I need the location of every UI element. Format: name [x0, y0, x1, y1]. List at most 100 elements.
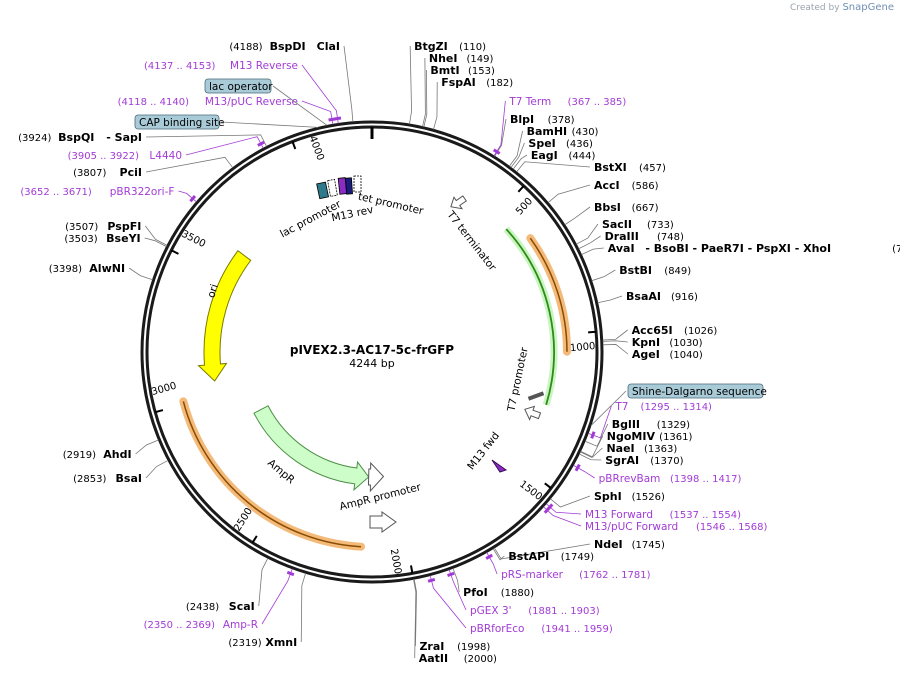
site-fspai: FspAI(182): [441, 76, 513, 89]
site-leader-bamhi: [509, 130, 523, 167]
site-name-ndei: NdeI: [594, 538, 623, 551]
primer-num-m13puc-fwd: (1546 .. 1568): [696, 522, 768, 533]
site-leader-acci: [547, 184, 591, 203]
site-leader-bglii: [584, 423, 609, 447]
site-name-avai: AvaI: [608, 242, 635, 255]
site-num-acc65i: (1026): [684, 326, 717, 337]
site-num-bstbi: (849): [664, 266, 691, 277]
site-name-spei: SpeI: [528, 137, 555, 150]
tick-mark-4000: [291, 141, 297, 150]
tick-mark-3500: [170, 249, 179, 255]
site-num-sphi: (1526): [632, 492, 665, 503]
orange-arc-line-2: [182, 401, 362, 548]
credit-prefix: Created by: [790, 3, 840, 13]
primer-name-t7term: T7 Term: [508, 96, 551, 108]
box-leader-lac-operator: [272, 85, 328, 126]
site-extra-bspdi: ClaI: [317, 40, 340, 53]
ori-label: ori: [205, 283, 221, 300]
site-leader-naei: [580, 447, 603, 458]
t7-prom-bar: [527, 391, 545, 401]
site-name-eagi: EagI: [531, 149, 558, 162]
box-text-cap-site: CAP binding site: [139, 117, 225, 129]
site-bseyi: BseYI(3503): [64, 232, 140, 245]
site-name-acci: AccI: [594, 179, 620, 192]
m13-fwd-arrow-icon: [491, 459, 508, 473]
site-draiii: DraIII(748): [605, 230, 684, 243]
lac-operator-block: [316, 181, 330, 200]
site-num-acci: (586): [632, 181, 659, 192]
t7-promoter-label: T7 promoter: [505, 346, 531, 414]
site-leader-bseyi: [144, 237, 167, 247]
site-name-pspfi: PspFI: [107, 220, 141, 233]
site-name-pfoi: PfoI: [463, 586, 488, 599]
site-name-sphi: SphI: [594, 490, 622, 503]
tick-label-4000: 4000: [306, 134, 325, 162]
primer-num-t7: (1295 .. 1314): [641, 402, 713, 413]
green-arc-line: [505, 228, 555, 406]
primer-name-pbr322ori: pBR322ori-F: [110, 186, 175, 198]
site-naei: NaeI(1363): [606, 442, 677, 455]
t7-prom-arrow-icon: [524, 405, 542, 421]
site-leader-bspqi: [145, 134, 267, 147]
site-ahdi: AhdI(2919): [63, 448, 132, 461]
site-eagi: EagI(444): [531, 149, 596, 162]
box-bg-cap-site: [134, 114, 220, 130]
site-leader-fspai: [433, 81, 438, 130]
primer-leader-prs: [486, 552, 498, 575]
site-zrai: ZraI(1998): [419, 640, 490, 653]
site-num-bmti: (153): [468, 66, 495, 77]
boxed-lac-operator: lac operator: [204, 78, 328, 126]
tick-label-500: 500: [514, 196, 535, 218]
primer-name-prs: pRS-marker: [501, 569, 564, 581]
site-sphi: SphI (1526): [594, 490, 665, 503]
site-leader-acc65i: [602, 329, 628, 341]
primer-leader-t7term: [493, 100, 506, 157]
primer-num-pbr322ori: (3652 .. 3671): [20, 187, 92, 198]
site-leader-kpni: [602, 340, 628, 343]
site-name-draiii: DraIII: [605, 230, 639, 243]
site-name-nhei: NheI: [429, 52, 458, 65]
site-leader-bbsi: [564, 206, 591, 226]
site-name-pcii: PciI: [120, 166, 142, 179]
site-leader-bstbi: [591, 269, 616, 282]
primer-leader-l4440: [185, 136, 264, 156]
site-leader-bsaai: [597, 295, 623, 304]
site-bmti: BmtI(153): [430, 64, 495, 77]
site-leader-sacii: [576, 223, 599, 245]
site-leader-sgrai: [579, 453, 602, 461]
site-name-xmni: XmnI: [265, 636, 297, 649]
primer-leader-pbrforeco: [429, 575, 467, 629]
site-leader-alwni: [128, 267, 153, 281]
box-bg-lac-operator: [204, 78, 272, 94]
ampr-label: AmpR: [265, 457, 297, 486]
site-num-ahdi: (2919): [63, 450, 96, 461]
primer-pbr322ori: pBR322ori-F (3652 .. 3671): [20, 186, 197, 203]
site-name-bstapi: BstAPI: [508, 550, 549, 563]
box-text-lac-operator: lac operator: [209, 81, 273, 93]
primer-leader-m13puc-rev: [301, 100, 334, 125]
tick-mark-1000: [588, 330, 597, 334]
primer-num-pbrrevbam: (1398 .. 1417): [670, 474, 742, 485]
site-pfoi: PfoI(1880): [463, 586, 534, 599]
site-num-avai: (767): [892, 244, 900, 255]
site-num-bglii: (1329): [657, 420, 690, 431]
site-extra-bspqi: - SapI: [106, 131, 142, 144]
tick-label-1000: 1000: [570, 341, 596, 354]
site-name-bspqi: BspQI: [58, 131, 94, 144]
primer-name-m13fwd: M13 Forward: [585, 509, 653, 521]
ampr-arrow: [253, 405, 370, 492]
site-num-aatii: (2000): [464, 654, 497, 665]
site-bamhi: BamHI(430): [527, 125, 599, 138]
site-name-sacii: SacII: [602, 218, 632, 231]
site-name-aatii: AatII: [419, 652, 448, 665]
site-name-bglii: BglII: [612, 418, 640, 431]
primer-leader-ampr-primer: [261, 568, 293, 625]
site-leader-ahdi: [135, 439, 159, 455]
site-acci: AccI (586): [594, 179, 659, 192]
site-num-bsai: (2853): [73, 474, 106, 485]
box-leader-cap-site: [220, 121, 319, 128]
site-num-bspqi: (3924): [18, 133, 51, 144]
tick-label-1500: 1500: [517, 479, 544, 503]
site-num-pcii: (3807): [73, 168, 106, 179]
primer-name-m13rev: M13 Reverse: [230, 60, 298, 72]
